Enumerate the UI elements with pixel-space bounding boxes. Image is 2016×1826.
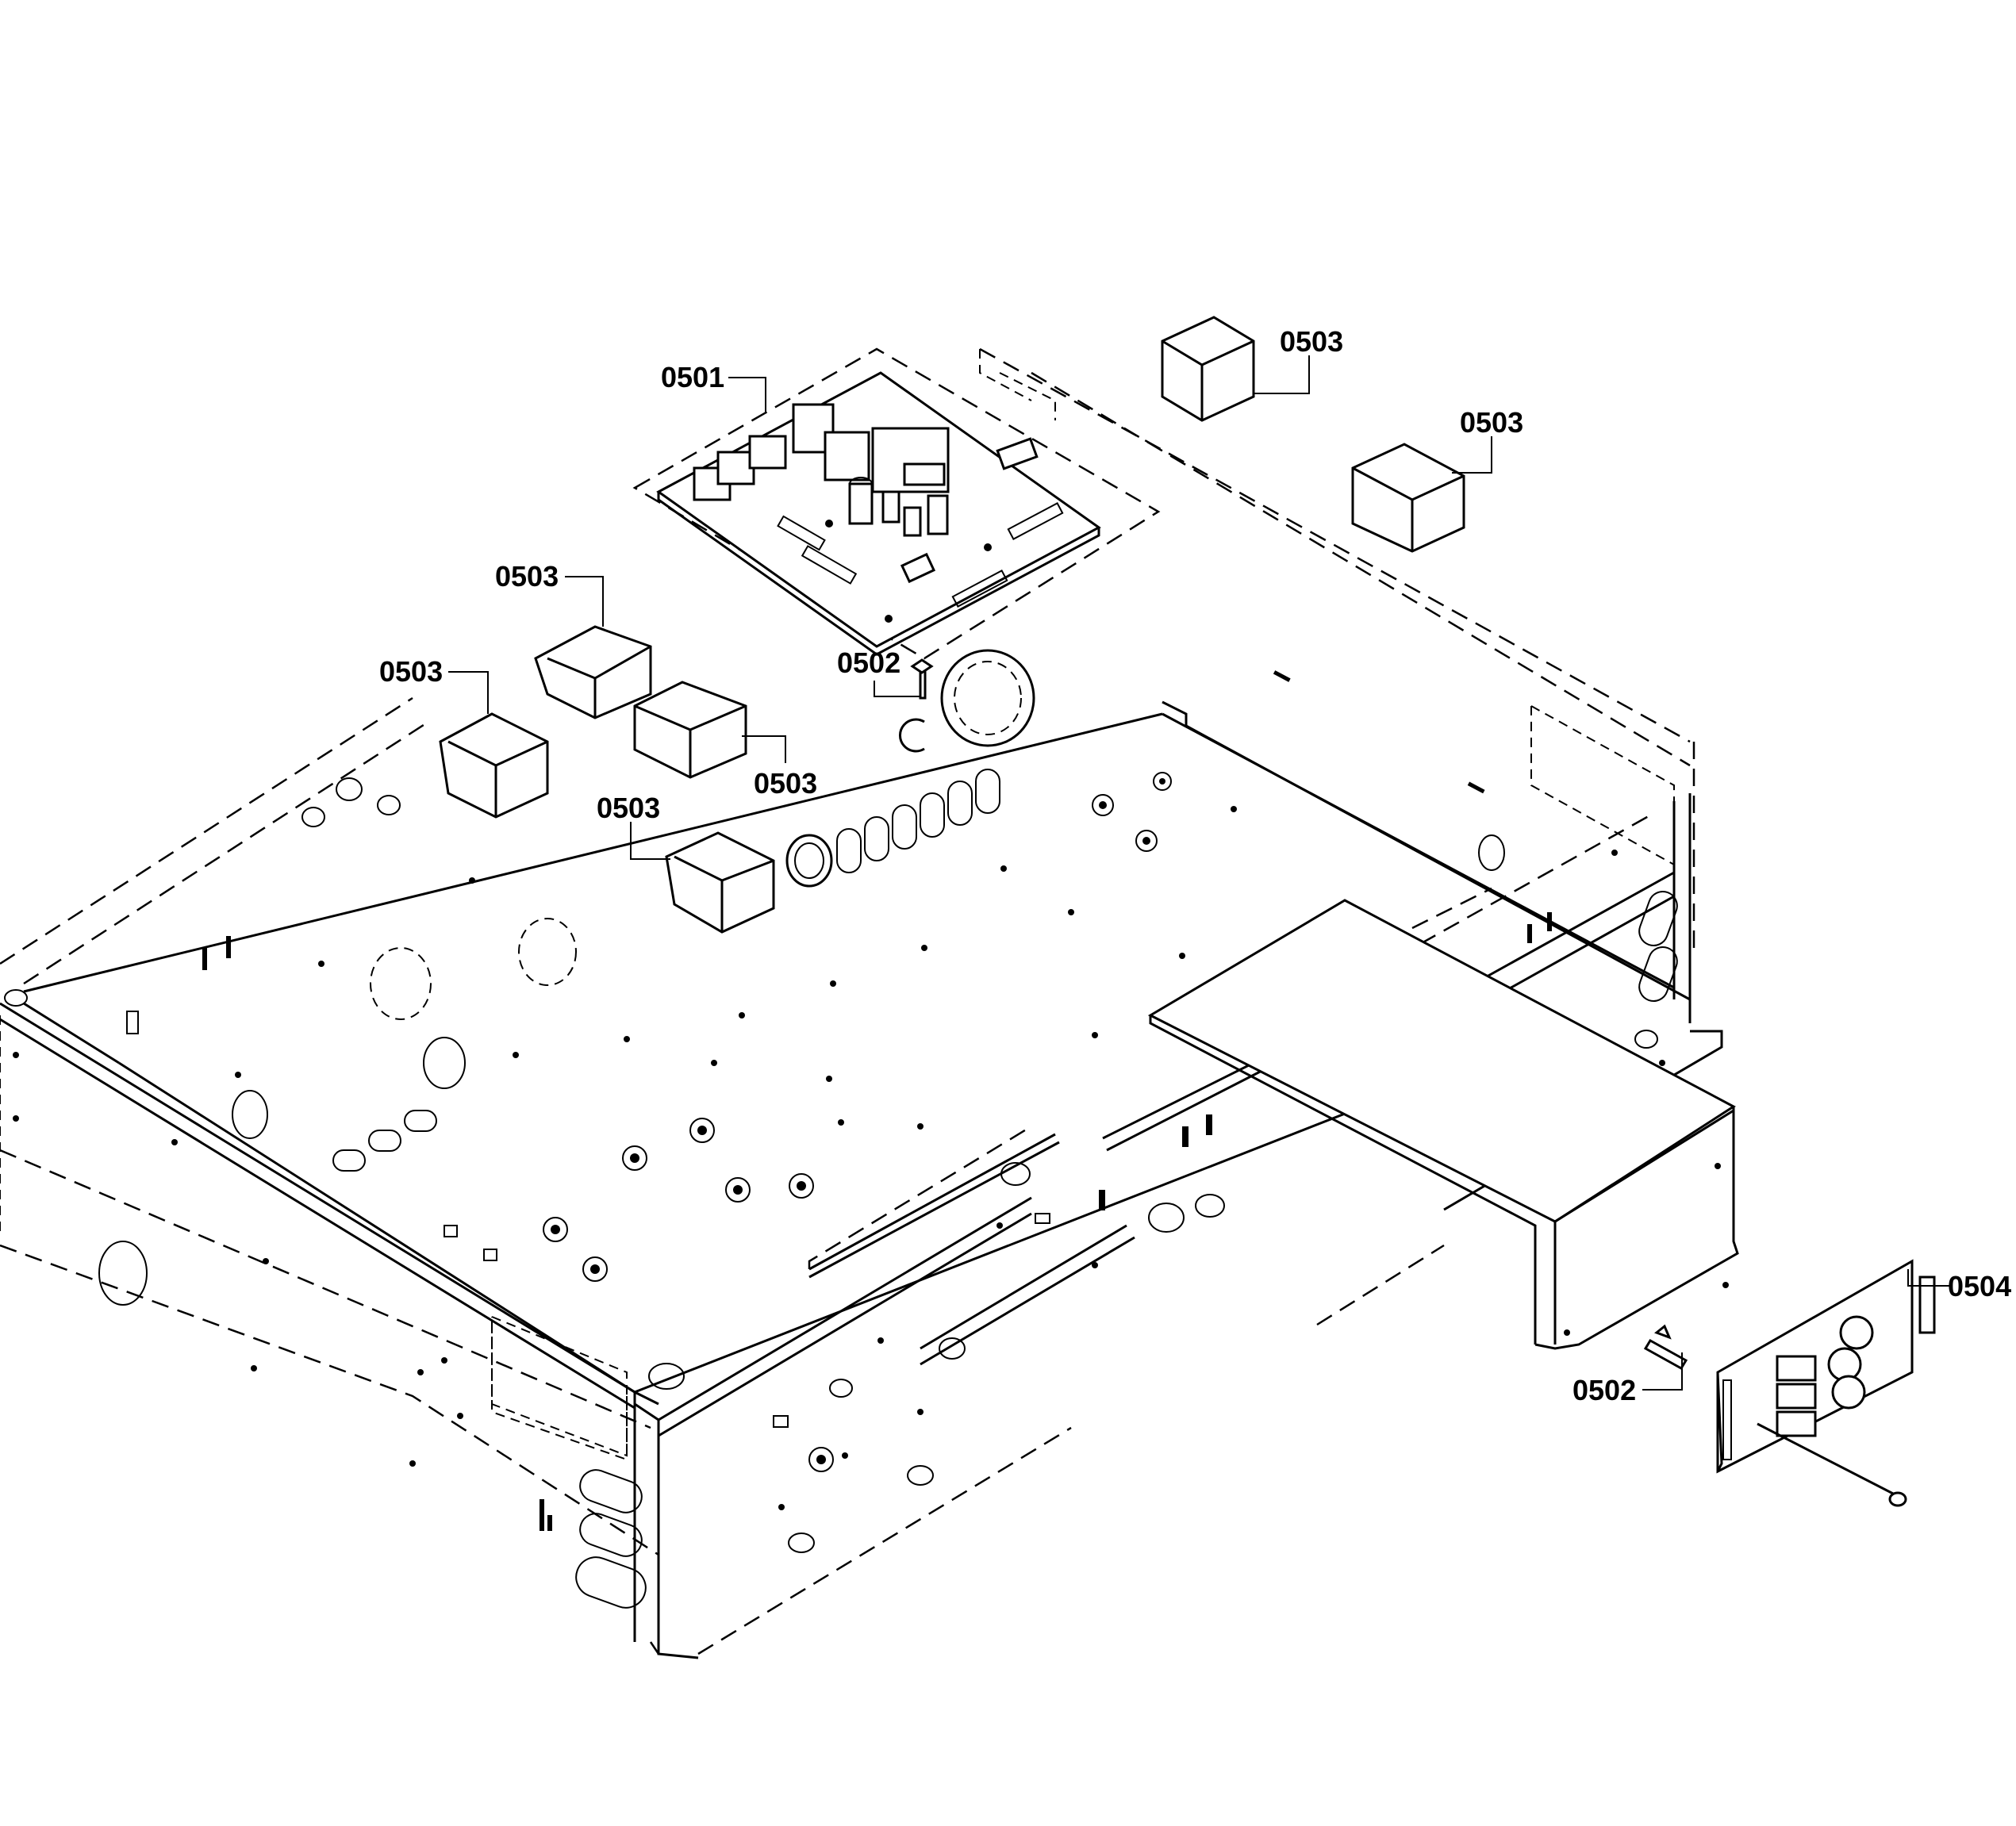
callout-0502-upper: 0502 (837, 646, 900, 679)
main-control-board (632, 347, 1161, 660)
callout-0501: 0501 (661, 361, 724, 393)
leader-lines (448, 355, 1952, 1391)
callout-0503-left-upper: 0503 (495, 560, 559, 593)
relay-1 (1161, 316, 1255, 422)
callout-0503-top-right-a: 0503 (1280, 325, 1343, 358)
relay-5 (439, 712, 549, 819)
callout-labels: 0501 0503 0503 0503 0503 0503 0503 0502 … (379, 325, 2011, 1406)
callout-0503-lower: 0503 (597, 792, 660, 824)
relay-group (439, 316, 1465, 934)
callout-0503-left: 0503 (379, 655, 443, 688)
relay-4 (633, 681, 747, 779)
callout-0504: 0504 (1948, 1270, 2011, 1302)
cover-plate (1147, 899, 1739, 1350)
display-board (1716, 1259, 1936, 1507)
clip-upper (910, 658, 934, 700)
callout-0503-top-right-b: 0503 (1460, 406, 1523, 439)
grommets (785, 649, 1035, 888)
chassis-housing (0, 347, 1723, 1659)
callout-0502-lower: 0502 (1572, 1374, 1636, 1406)
relay-3 (534, 625, 652, 719)
clip-lower (1643, 1324, 1688, 1371)
callout-0503-middle: 0503 (754, 767, 817, 800)
relay-6 (665, 831, 775, 934)
relay-2 (1351, 443, 1465, 553)
